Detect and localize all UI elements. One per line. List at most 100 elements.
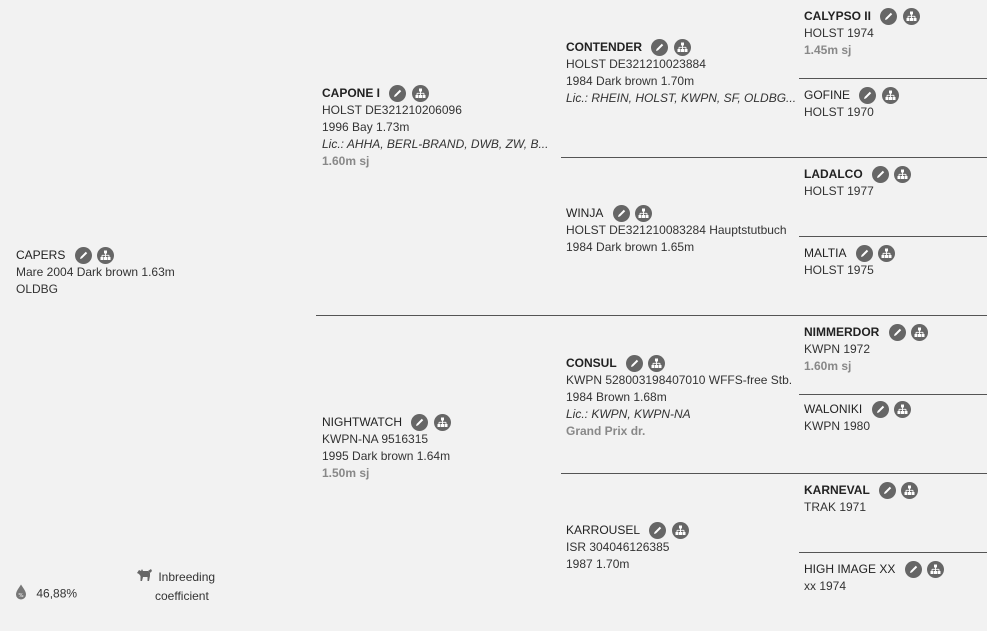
horse-studbook: OLDBG — [16, 282, 59, 297]
pencil-icon[interactable] — [411, 414, 429, 432]
divider-generation-1 — [316, 315, 987, 316]
horse-details: 1995 Dark brown 1.64m — [322, 449, 451, 464]
pencil-icon[interactable] — [872, 166, 890, 184]
horse-name[interactable]: CONTENDER — [566, 40, 643, 55]
horse-details: xx 1974 — [804, 579, 847, 594]
horse-details: 1984 Dark brown 1.70m — [566, 74, 695, 89]
horse-details: 1996 Bay 1.73m — [322, 120, 410, 135]
pencil-icon[interactable] — [888, 324, 906, 342]
horse-performance: Grand Prix dr. — [566, 424, 646, 439]
horse-name[interactable]: NIGHTWATCH — [322, 415, 402, 430]
pedigree-tree-icon[interactable] — [901, 482, 919, 500]
horse-name[interactable]: WALONIKI — [804, 402, 863, 417]
pencil-icon[interactable] — [859, 87, 877, 105]
horse-name[interactable]: KARNEVAL — [804, 483, 870, 498]
pedigree-tree-icon[interactable] — [893, 401, 911, 419]
pedigree-sds: LADALCO HOLST 1977 — [804, 166, 913, 200]
inbreeding-label-line1: Inbreeding — [158, 570, 216, 584]
pencil-icon[interactable] — [651, 39, 669, 57]
pencil-icon[interactable] — [879, 482, 897, 500]
pedigree-tree-icon[interactable] — [927, 561, 945, 579]
horse-name[interactable]: MALTIA — [804, 246, 847, 261]
horse-licensing: Lic.: RHEIN, HOLST, KWPN, SF, OLDBG... — [566, 91, 797, 106]
pedigree-ddd: HIGH IMAGE XX xx 1974 — [804, 561, 946, 595]
node-actions — [74, 247, 116, 265]
pedigree-tree-icon[interactable] — [911, 324, 929, 342]
horse-name[interactable]: LADALCO — [804, 167, 863, 182]
pedigree-subject: CAPERS Mare 2004 Dark brown 1.63m OLDBG — [16, 247, 175, 298]
pedigree-sdd: MALTIA HOLST 1975 — [804, 245, 897, 279]
pedigree-tree-icon[interactable] — [878, 245, 896, 263]
node-actions — [612, 205, 654, 223]
node-actions — [859, 87, 900, 105]
pedigree-tree-icon[interactable] — [902, 8, 920, 26]
pencil-icon[interactable] — [74, 247, 92, 265]
horse-name[interactable]: CALYPSO II — [804, 9, 871, 24]
horse-performance: 1.50m sj — [322, 466, 370, 481]
node-actions — [904, 561, 946, 579]
divider-generation-3-1 — [799, 78, 987, 79]
pedigree-tree-icon[interactable] — [881, 87, 899, 105]
horse-licensing: Lic.: KWPN, KWPN-NA — [566, 407, 691, 422]
horse-name[interactable]: CAPONE I — [322, 86, 381, 101]
horse-name[interactable]: HIGH IMAGE XX — [804, 562, 896, 577]
pedigree-ssd: GOFINE HOLST 1970 — [804, 87, 901, 121]
horse-details: HOLST 1974 — [804, 26, 874, 41]
horse-details: 1984 Brown 1.68m — [566, 390, 667, 405]
node-actions — [411, 414, 452, 432]
horse-name[interactable]: KARROUSEL — [566, 523, 641, 538]
pedigree-sire-dam: WINJA HOLST DE321210083284 Hauptstutbuch… — [566, 205, 787, 256]
horse-registration: KWPN 528003198407010 WFFS-free Stb. — [566, 373, 793, 388]
horse-registration: HOLST DE321210083284 Hauptstutbuch — [566, 223, 787, 238]
horse-icon — [135, 567, 153, 588]
pedigree-tree-icon[interactable] — [648, 355, 666, 373]
horse-details: TRAK 1971 — [804, 500, 867, 515]
node-actions — [626, 355, 667, 373]
pedigree-tree-icon[interactable] — [673, 39, 691, 57]
pedigree-dsd: WALONIKI KWPN 1980 — [804, 401, 913, 435]
divider-generation-3-3 — [799, 394, 987, 395]
horse-details: 1987 1.70m — [566, 557, 630, 572]
horse-name[interactable]: NIMMERDOR — [804, 325, 880, 340]
horse-registration: KWPN-NA 9516315 — [322, 432, 429, 447]
pencil-icon[interactable] — [904, 561, 922, 579]
horse-details: 1984 Dark brown 1.65m — [566, 240, 695, 255]
horse-performance: 1.45m sj — [804, 43, 852, 58]
pedigree-tree-icon[interactable] — [411, 85, 429, 103]
node-actions — [871, 401, 913, 419]
horse-name[interactable]: CONSUL — [566, 356, 617, 371]
pencil-icon[interactable] — [880, 8, 898, 26]
pencil-icon[interactable] — [612, 205, 630, 223]
pedigree-dam-sire: CONSUL KWPN 528003198407010 WFFS-free St… — [566, 355, 792, 440]
pencil-icon[interactable] — [649, 522, 667, 540]
horse-registration: ISR 304046126385 — [566, 540, 670, 555]
horse-details: KWPN 1972 — [804, 342, 871, 357]
node-actions — [872, 166, 913, 184]
node-actions — [880, 8, 921, 26]
pedigree-tree-icon[interactable] — [671, 522, 689, 540]
horse-details: Mare 2004 Dark brown 1.63m — [16, 265, 175, 280]
inbreeding-label-block: Inbreeding coefficient — [135, 567, 215, 605]
horse-name[interactable]: CAPERS — [16, 248, 66, 263]
horse-details: HOLST 1970 — [804, 105, 874, 120]
node-actions — [651, 39, 692, 57]
horse-name[interactable]: GOFINE — [804, 88, 851, 103]
pedigree-tree-icon[interactable] — [97, 247, 115, 265]
horse-performance: 1.60m sj — [804, 359, 852, 374]
node-actions — [855, 245, 897, 263]
horse-name[interactable]: WINJA — [566, 206, 604, 221]
node-actions — [649, 522, 690, 540]
pencil-icon[interactable] — [626, 355, 644, 373]
pencil-icon[interactable] — [855, 245, 873, 263]
pencil-icon[interactable] — [389, 85, 407, 103]
pedigree-sire: CAPONE I HOLST DE321210206096 1996 Bay 1… — [322, 85, 548, 170]
node-actions — [389, 85, 430, 103]
horse-details: HOLST 1975 — [804, 263, 874, 278]
svg-text:%: % — [18, 593, 23, 599]
pedigree-tree-icon[interactable] — [894, 166, 912, 184]
pedigree-tree-icon[interactable] — [433, 414, 451, 432]
horse-registration: HOLST DE321210023884 — [566, 57, 706, 72]
pencil-icon[interactable] — [871, 401, 889, 419]
pedigree-tree-icon[interactable] — [635, 205, 653, 223]
horse-registration: HOLST DE321210206096 — [322, 103, 462, 118]
